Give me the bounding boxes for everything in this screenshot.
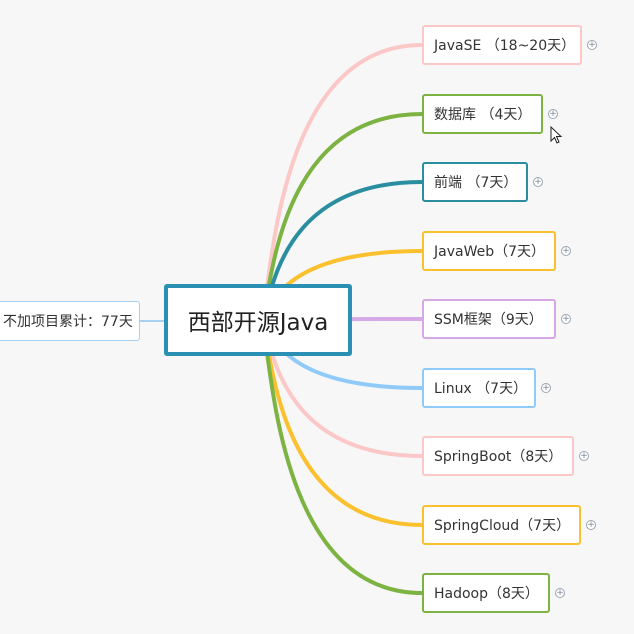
- branch-topic-label: SpringBoot（8天）: [434, 449, 563, 465]
- plus-circle-icon[interactable]: +: [587, 40, 597, 50]
- branch-topic-4[interactable]: JavaWeb（7天）: [422, 231, 556, 271]
- branch-topic-3[interactable]: 前端 （7天）: [422, 162, 528, 202]
- plus-circle-icon[interactable]: +: [579, 451, 589, 461]
- branch-topic-6[interactable]: Linux （7天）: [422, 368, 536, 408]
- plus-circle-icon[interactable]: +: [548, 109, 558, 119]
- plus-circle-icon[interactable]: +: [586, 520, 596, 530]
- branch-topic-label: Hadoop（8天）: [434, 586, 539, 602]
- branch-topic-5[interactable]: SSM框架（9天）: [422, 299, 556, 339]
- branch-topic-8[interactable]: SpringCloud（7天）: [422, 505, 581, 545]
- branch-topic-label: Linux （7天）: [434, 381, 528, 397]
- branch-topic-2[interactable]: 数据库 （4天）: [422, 94, 543, 134]
- branch-topic-9[interactable]: Hadoop（8天）: [422, 573, 550, 613]
- plus-circle-icon[interactable]: +: [555, 588, 565, 598]
- branch-topic-label: SSM框架（9天）: [434, 312, 543, 328]
- plus-circle-icon[interactable]: +: [561, 246, 571, 256]
- root-topic[interactable]: 西部开源Java: [164, 284, 352, 356]
- mouse-cursor-icon: [550, 126, 563, 144]
- branch-topic-label: SpringCloud（7天）: [434, 518, 571, 534]
- plus-circle-icon[interactable]: +: [541, 383, 551, 393]
- branch-topic-label: 前端 （7天）: [434, 175, 518, 191]
- branch-topic-label: JavaWeb（7天）: [434, 244, 546, 260]
- branch-topic-7[interactable]: SpringBoot（8天）: [422, 436, 574, 476]
- branch-topic-label: JavaSE （18~20天）: [434, 38, 576, 54]
- plus-circle-icon[interactable]: +: [533, 177, 543, 187]
- branch-topic-1[interactable]: JavaSE （18~20天）: [422, 25, 582, 65]
- branch-topic-label: 数据库 （4天）: [434, 107, 532, 123]
- total-days-note[interactable]: 不加项目累计：77天: [0, 301, 140, 341]
- plus-circle-icon[interactable]: +: [561, 314, 571, 324]
